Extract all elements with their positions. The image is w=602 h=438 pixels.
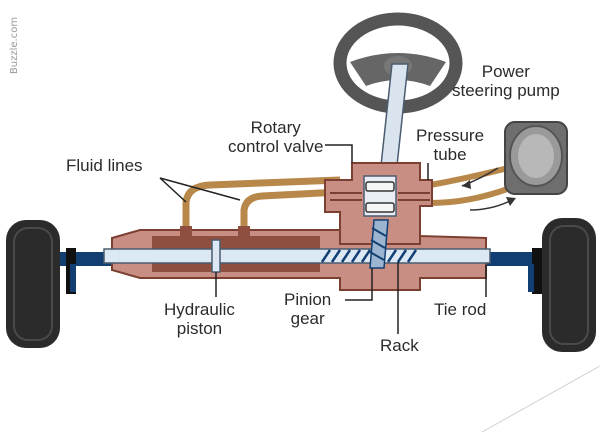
- watermark: Buzzle.com: [9, 16, 21, 75]
- label-hydraulic-piston: Hydraulic piston: [164, 300, 235, 338]
- label-pinion-gear: Pinion gear: [284, 290, 332, 328]
- tie-rod-left: [52, 248, 118, 294]
- label-rack: Rack: [380, 336, 419, 355]
- corner-line: [481, 365, 601, 433]
- hydraulic-piston: [211, 239, 221, 273]
- leader-lines: [159, 144, 487, 334]
- pinion-gear: [369, 219, 389, 269]
- flow-arrow-in-head: [462, 180, 471, 189]
- tie-rod-right: [484, 248, 548, 294]
- rack-teeth: [320, 249, 418, 263]
- flow-arrow-out: [469, 199, 513, 211]
- wheel-left: [6, 220, 60, 348]
- fluid-line-left: [182, 176, 341, 232]
- rack-bar: [103, 248, 491, 264]
- label-rotary-control-valve: Rotary control valve: [228, 118, 324, 156]
- fluid-port-left: [180, 226, 192, 236]
- rotary-control-valve: [324, 162, 433, 245]
- flow-arrow-out-head: [506, 197, 516, 206]
- label-tie-rod: Tie rod: [434, 300, 487, 319]
- label-pressure-tube: Pressure tube: [416, 126, 485, 164]
- power-steering-pump: [504, 121, 568, 195]
- wheel-right: [542, 218, 596, 352]
- fluid-line-right: [240, 188, 341, 232]
- label-power-steering-pump: Power steering pump: [452, 62, 560, 100]
- label-fluid-lines: Fluid lines: [66, 156, 143, 175]
- fluid-port-right: [238, 226, 250, 236]
